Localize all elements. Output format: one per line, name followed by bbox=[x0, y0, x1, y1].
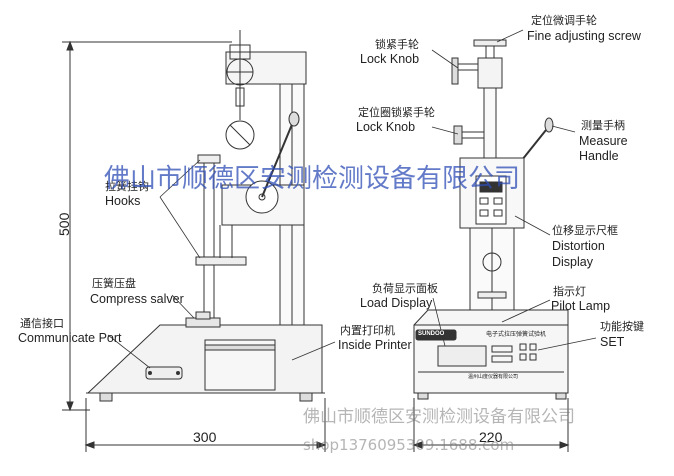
comm-port-label-en: Communicate Port bbox=[18, 331, 122, 345]
compress-label-en: Compress salver bbox=[90, 292, 184, 306]
measure-handle-label-cn: 测量手柄 bbox=[581, 119, 625, 132]
measure-handle-label-en-1: Measure bbox=[579, 134, 628, 148]
dimension-lines bbox=[62, 40, 570, 452]
load-display-label-en: Load Display bbox=[360, 296, 433, 310]
fine-adjusting-label-cn: 定位微调手轮 bbox=[531, 14, 597, 27]
distortion-label-en-2: Display bbox=[552, 255, 593, 269]
set-label-cn: 功能按键 bbox=[600, 320, 644, 333]
right-width-dimension: 220 bbox=[479, 429, 503, 445]
panel-brand: SUNDOO bbox=[418, 331, 445, 337]
hooks-label-cn: 拉簧挂钩 bbox=[105, 180, 149, 193]
load-display-label-cn: 负荷显示面板 bbox=[372, 282, 438, 295]
comm-port-label-cn: 通信接口 bbox=[20, 317, 64, 330]
distortion-label-cn: 位移显示尺框 bbox=[552, 224, 618, 237]
pilot-lamp-label-en: Pilot Lamp bbox=[551, 299, 611, 313]
compress-label-cn: 压簧压盘 bbox=[92, 277, 136, 290]
pilot-lamp-label-cn: 指示灯 bbox=[553, 285, 586, 298]
lock-knob2-label-cn: 定位圈锁紧手轮 bbox=[358, 106, 435, 119]
left-width-dimension: 300 bbox=[193, 429, 217, 445]
height-dimension: 500 bbox=[56, 212, 72, 236]
lock-knob-label-cn: 锁紧手轮 bbox=[375, 38, 419, 51]
measure-handle-label-en-2: Handle bbox=[579, 149, 619, 163]
lock-knob-label-en: Lock Knob bbox=[360, 52, 420, 66]
printer-label-en: Inside Printer bbox=[338, 338, 412, 352]
side-view bbox=[86, 30, 325, 402]
lock-knob2-label-en: Lock Knob bbox=[356, 120, 416, 134]
printer-label-cn: 内置打印机 bbox=[340, 324, 395, 337]
front-view bbox=[413, 39, 569, 400]
fine-adjusting-label-en: Fine adjusting screw bbox=[527, 29, 641, 43]
leader-lines bbox=[107, 29, 597, 369]
hooks-label-en: Hooks bbox=[105, 194, 141, 208]
distortion-label-en-1: Distortion bbox=[552, 239, 605, 253]
panel-subtitle: 温州山度仪器有限公司 bbox=[468, 374, 519, 380]
set-label-en: SET bbox=[600, 335, 625, 349]
panel-title: 电子式拉压弹簧试验机 bbox=[486, 331, 547, 338]
